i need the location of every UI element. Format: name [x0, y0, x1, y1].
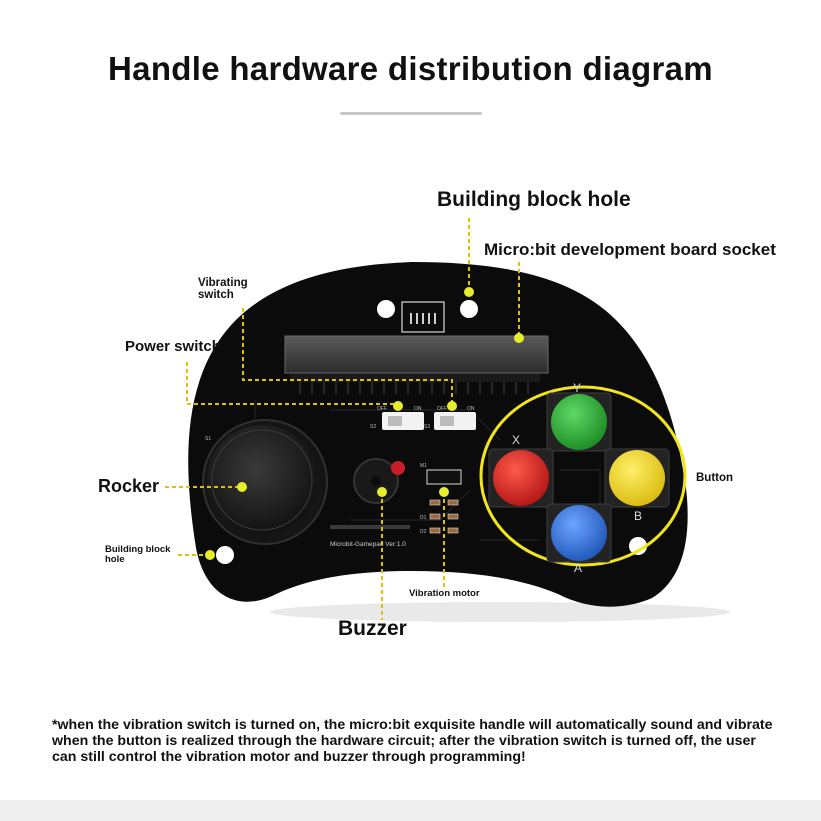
building-block-hole-icon: [216, 546, 234, 564]
button-a: [551, 505, 607, 561]
label-socket: Micro:bit development board socket: [484, 240, 776, 259]
smd-components: [429, 499, 459, 534]
leader-dots: [205, 287, 524, 560]
label-rocker: Rocker: [98, 476, 160, 496]
vibration-switch-on-mark: ON: [467, 406, 475, 412]
title-divider: [340, 112, 482, 115]
label-building-block-hole-left: Building block hole: [105, 544, 171, 565]
button-group-ring: [479, 385, 687, 567]
buzzer-center: [371, 476, 381, 486]
building-block-hole-icon: [460, 300, 478, 318]
vibration-switch-off-mark: OFF: [437, 406, 447, 412]
microbit-socket: [284, 335, 549, 374]
button-x: [493, 450, 549, 506]
building-block-hole-icon: [629, 537, 647, 555]
power-switch-knob: [388, 416, 402, 426]
board-shadow: [270, 602, 730, 622]
ref-s3: S3: [424, 424, 430, 430]
button-letter-b: B: [634, 509, 642, 523]
ref-s2: S2: [370, 424, 376, 430]
power-switch-off-mark: OFF: [377, 406, 387, 412]
button-b: [609, 450, 665, 506]
ref-d1: D1: [420, 515, 427, 521]
ref-s1: S1: [205, 436, 211, 442]
vibration-motor-footprint: [426, 469, 462, 485]
label-buzzer: Buzzer: [338, 617, 407, 640]
label-vibrating-switch: Vibrating switch: [198, 277, 248, 301]
buzzer-sticker: [391, 461, 405, 475]
building-block-hole-icon: [377, 300, 395, 318]
button-letter-a: A: [574, 561, 582, 575]
button-y: [551, 394, 607, 450]
button-letter-x: X: [512, 433, 520, 447]
label-vibration-motor: Vibration motor: [409, 588, 480, 599]
label-power-switch: Power switch: [125, 338, 221, 355]
button-letter-y: Y: [573, 381, 581, 395]
top-connector-pins: [410, 313, 436, 324]
rocker-joystick: [207, 425, 317, 535]
vibration-switch-knob: [440, 416, 454, 426]
footnote: *when the vibration switch is turned on,…: [52, 717, 773, 765]
ref-m1: M1: [420, 463, 427, 469]
rocker-grip-ring: [211, 429, 313, 531]
ref-d2: D2: [420, 529, 427, 535]
silkscreen-bar: [330, 525, 410, 529]
leader-lines: [165, 218, 520, 620]
silkscreen-model: Microbit-Gamepad Ver:1.0: [330, 541, 406, 548]
label-button: Button: [696, 472, 734, 484]
socket-rail: [290, 374, 540, 382]
page-title: Handle hardware distribution diagram: [108, 50, 713, 87]
power-switch-on-mark: ON: [414, 406, 422, 412]
socket-pins: [299, 380, 529, 394]
footer-bar: [0, 800, 821, 821]
label-building-block-hole-top: Building block hole: [437, 188, 631, 211]
